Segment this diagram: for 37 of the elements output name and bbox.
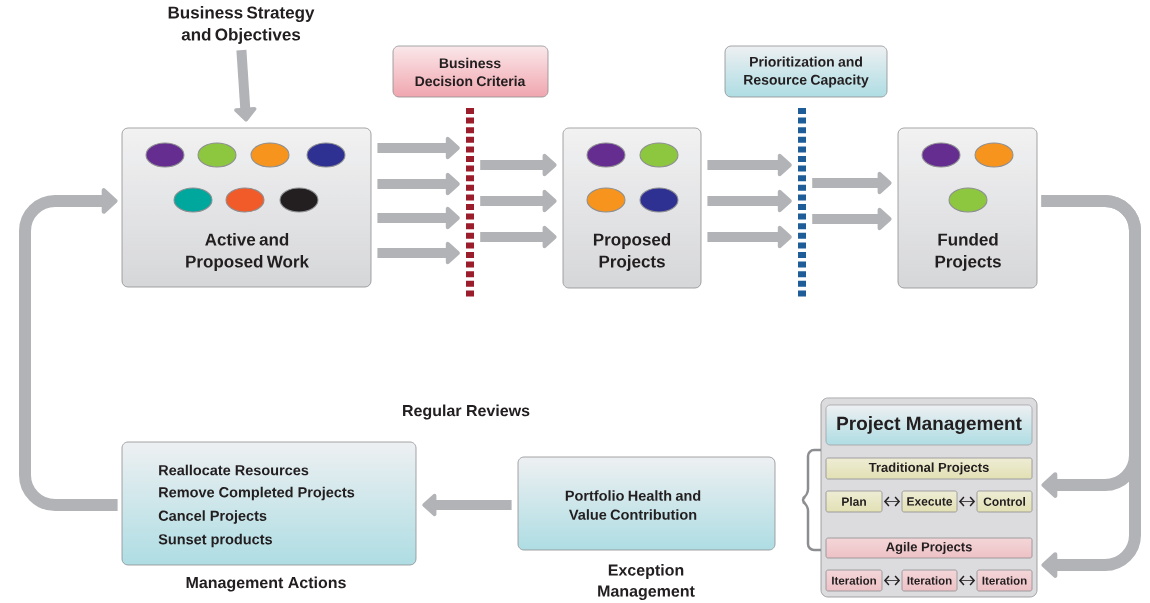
step-box: Iteration: [976, 569, 1033, 592]
double-arrow: [883, 575, 901, 586]
category-box: Traditional Projects: [825, 457, 1033, 480]
arrow: [377, 206, 460, 230]
box-label: Management Actions: [186, 576, 346, 592]
arrow: [812, 207, 892, 231]
criteria-box: Prioritization and Resource Capacity: [724, 45, 888, 98]
arrow: [480, 189, 557, 213]
criteria-box: Business Decision Criteria: [392, 45, 549, 98]
step-box: Iteration: [825, 569, 883, 592]
arrow: [707, 189, 792, 213]
heading-box: Project Management: [825, 404, 1033, 446]
arrow: [707, 225, 792, 249]
arrow: [812, 171, 892, 195]
arrow: [377, 172, 460, 196]
arrow: [1041, 195, 1141, 578]
action-box: Reallocate Resources Remove Completed Projects Cancel Projects Sunset products: [121, 441, 417, 566]
category-box: Agile Projects: [825, 537, 1033, 559]
step-box: Plan: [825, 490, 883, 513]
arrow: [234, 49, 257, 122]
step-box: Control: [976, 490, 1033, 513]
double-arrow: [883, 496, 901, 507]
arrow: [377, 136, 460, 160]
section-label: Regular Reviews: [403, 404, 530, 420]
arrow: [707, 153, 792, 177]
arrow: [19, 188, 118, 511]
arrow: [422, 493, 512, 517]
double-arrow: [958, 496, 976, 507]
step-box: Iteration: [901, 569, 958, 592]
box-label: Exception Management: [598, 564, 695, 600]
arrow: [480, 225, 557, 249]
heading: Business Strategy and Objectives: [168, 6, 315, 44]
double-arrow: [958, 575, 976, 586]
process-box: Portfolio Health and Value Contribution: [517, 456, 776, 551]
arrow: [377, 241, 460, 265]
arrow: [480, 153, 557, 177]
step-box: Execute: [901, 490, 958, 513]
